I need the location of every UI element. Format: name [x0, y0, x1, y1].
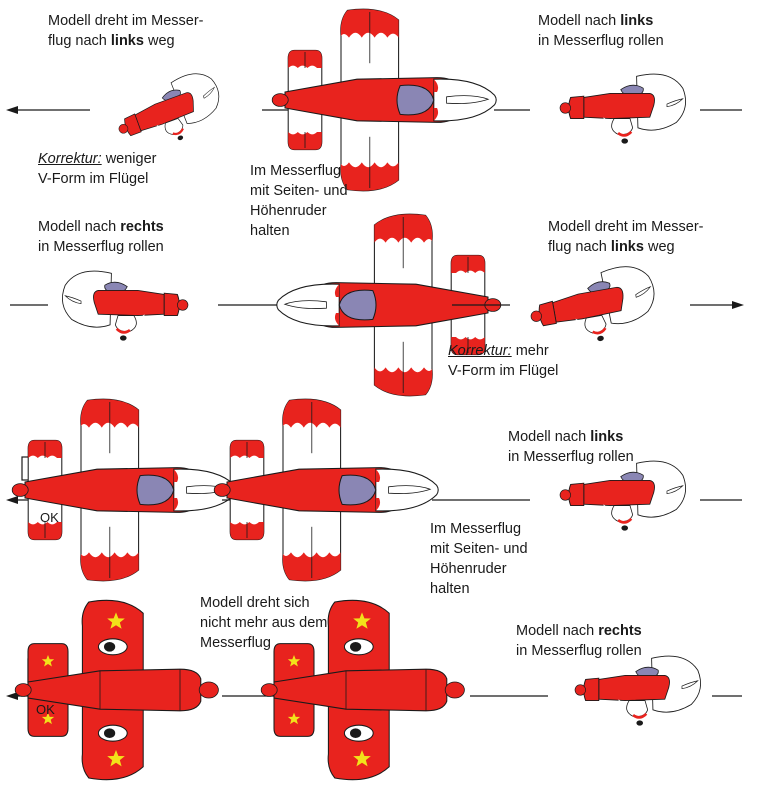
- row3-mid-line1: Im Messerflug: [430, 521, 522, 537]
- row4-mid-line1: Modell dreht sich: [200, 595, 310, 611]
- row3-ok-label: OK: [40, 510, 59, 525]
- row3-right-line1: Modell nach links: [508, 429, 624, 445]
- row3-mid-line4: halten: [430, 581, 470, 597]
- row4-right-line1: Modell nach rechts: [516, 623, 642, 639]
- row4-ok-label: OK: [36, 702, 55, 717]
- row1-korrektur-line2: V-Form im Flügel: [38, 171, 149, 187]
- row1-left-line1: Modell dreht im Messer-: [48, 13, 204, 29]
- row2-right-line1: Modell dreht im Messer-: [548, 219, 704, 235]
- row1-mid-line3: Höhenruder: [250, 203, 327, 219]
- row1-korrektur-line1: Korrektur: weniger: [38, 151, 157, 167]
- row4-right-line2: in Messerflug rollen: [516, 643, 642, 659]
- row1-mid-line1: Im Messerflug: [250, 163, 342, 179]
- row-3: [6, 398, 742, 582]
- row2-korrektur-line1: Korrektur: mehr: [448, 343, 549, 359]
- row1-mid-line4: halten: [250, 223, 290, 239]
- row4-mid-line3: Messerflug: [200, 635, 271, 651]
- row4-mid-line2: nicht mehr aus dem: [200, 615, 328, 631]
- row-1: [6, 8, 742, 192]
- row3-mid-line3: Höhenruder: [430, 561, 507, 577]
- row2-korrektur-line2: V-Form im Flügel: [448, 363, 559, 379]
- row3-right-line2: in Messerflug rollen: [508, 449, 634, 465]
- row3-mid-line2: mit Seiten- und: [430, 541, 528, 557]
- row2-left-line1: Modell nach rechts: [38, 219, 164, 235]
- row-2: [10, 213, 744, 397]
- row-4: [6, 600, 742, 779]
- row2-right-line2: flug nach links weg: [548, 239, 675, 255]
- row1-left-line2: flug nach links weg: [48, 33, 175, 49]
- row1-mid-line2: mit Seiten- und: [250, 183, 348, 199]
- row2-left-line2: in Messerflug rollen: [38, 239, 164, 255]
- row1-right-line1: Modell nach links: [538, 13, 654, 29]
- row1-right-line2: in Messerflug rollen: [538, 33, 664, 49]
